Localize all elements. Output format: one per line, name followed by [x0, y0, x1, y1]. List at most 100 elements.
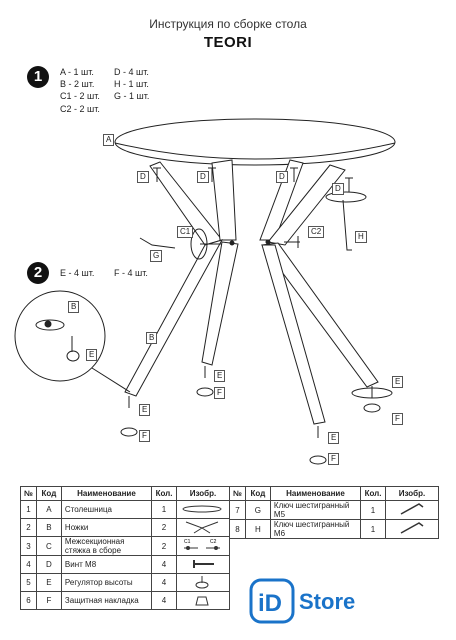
- hex-key-icon: [385, 500, 439, 520]
- connector-c1-label: C1: [184, 539, 191, 545]
- product-name: TEORI: [203, 34, 253, 51]
- bolt-hole: [229, 240, 235, 246]
- col-image: Изобр.: [385, 486, 439, 501]
- parts-line: C2 - 2 шт.: [60, 103, 100, 114]
- table-header: № Код Наименование Кол. Изобр.: [229, 486, 439, 501]
- foot-3: [363, 403, 381, 413]
- hex-key-g: [139, 237, 176, 249]
- col-code: Код: [35, 486, 62, 501]
- foot-4: [309, 455, 327, 465]
- label-d-3: D: [276, 171, 288, 183]
- label-e-2: E: [139, 404, 151, 416]
- col-qty: Кол.: [360, 486, 386, 501]
- label-h: H: [355, 231, 367, 243]
- screw-d-4: [345, 177, 353, 192]
- table-header: № Код Наименование Кол. Изобр.: [20, 486, 230, 501]
- row-name: Ключ шестигранный М6: [269, 519, 362, 539]
- row-name: Ключ шестигранный М5: [269, 500, 362, 520]
- row-qty: 2: [151, 536, 177, 556]
- connector-icon: C1 C2: [176, 536, 230, 556]
- label-f-4: F: [328, 453, 339, 465]
- screw-icon: [176, 555, 230, 574]
- label-c2: C2: [308, 226, 325, 238]
- row-code: C: [35, 536, 62, 556]
- parts-line: C1 - 2 шт.: [60, 91, 100, 102]
- row-code: E: [35, 573, 62, 592]
- leg-upper-left-2: [211, 159, 237, 241]
- tabletop-icon: [176, 500, 230, 519]
- row-code: H: [244, 519, 271, 539]
- row-num: 1: [20, 500, 37, 519]
- screw-d-2: [208, 167, 216, 182]
- logo-text: Store: [299, 589, 355, 614]
- leg-lower-left-1: [124, 239, 224, 397]
- label-f-2: F: [139, 430, 150, 442]
- row-num: 2: [20, 518, 37, 537]
- label-e-3: E: [392, 376, 404, 388]
- row-qty: 1: [360, 500, 386, 520]
- label-g: G: [150, 250, 163, 262]
- label-e-4: E: [328, 432, 340, 444]
- row-code: D: [35, 555, 62, 574]
- col-name: Наименование: [269, 486, 362, 501]
- leg-lower-right-1: [261, 242, 379, 388]
- table-row: 7 G Ключ шестигранный М5 1: [229, 500, 439, 520]
- table-row: 5 E Регулятор высоты 4: [20, 573, 230, 592]
- parts-line: G - 1 шт.: [114, 91, 150, 102]
- bolt-hole: [265, 239, 271, 245]
- row-num: 6: [20, 591, 37, 610]
- table-row: 8 H Ключ шестигранный М6 1: [229, 519, 439, 539]
- row-name: Столешница: [60, 500, 153, 519]
- tabletop-edge: [114, 142, 396, 160]
- row-num: 4: [20, 555, 37, 574]
- label-d-2: D: [197, 171, 209, 183]
- idstore-logo: iD Store: [249, 576, 381, 626]
- parts-line: H - 1 шт.: [114, 79, 149, 90]
- connector-c2: [284, 236, 300, 248]
- logo-prefix: iD: [258, 590, 282, 617]
- assembly-drawing: [14, 118, 396, 465]
- row-code: A: [35, 500, 62, 519]
- row-num: 3: [20, 536, 37, 556]
- row-name: Защитная накладка: [60, 591, 153, 610]
- label-e-zoom: E: [86, 349, 98, 361]
- connector-c2-label: C2: [210, 539, 217, 545]
- step-2-parts-b: F - 4 шт.: [114, 268, 148, 278]
- tabletop-shape: [114, 118, 396, 166]
- row-code: F: [35, 591, 62, 610]
- label-d-4: D: [332, 183, 344, 195]
- leg-lower-right-2: [261, 244, 326, 425]
- parts-table-right: № Код Наименование Кол. Изобр. 7 G Ключ …: [229, 486, 439, 539]
- col-num: №: [20, 486, 37, 501]
- legs-icon: [176, 518, 230, 537]
- table-row: 1 A Столешница 1: [20, 500, 230, 519]
- parts-line: D - 4 шт.: [114, 67, 149, 77]
- step-2-badge: 2: [27, 262, 49, 284]
- row-num: 7: [229, 500, 246, 520]
- step-1-parts-col2: D - 4 шт. H - 1 шт. G - 1 шт.: [114, 66, 149, 103]
- row-num: 5: [20, 573, 37, 592]
- logo-frame: [249, 578, 295, 624]
- row-qty: 1: [360, 519, 386, 539]
- leg-upper-right-2: [267, 164, 346, 246]
- page-title: Инструкция по сборке стола: [149, 17, 307, 31]
- row-name: Ножки: [60, 518, 153, 537]
- table-row: 4 D Винт М8 4: [20, 555, 230, 574]
- cap-icon: [176, 591, 230, 610]
- label-f-1: F: [214, 387, 225, 399]
- parts-line: A - 1 шт.: [60, 67, 94, 77]
- hex-key-h: [342, 199, 352, 251]
- foot-1: [120, 427, 138, 437]
- row-name: Межсекционная стяжка в сборе: [60, 536, 153, 556]
- row-name: Регулятор высоты: [60, 573, 153, 592]
- step-2-parts-a: E - 4 шт.: [60, 268, 95, 278]
- hex-key-icon: [385, 519, 439, 539]
- zoom-leveler: [35, 319, 65, 331]
- leveler-icon: [176, 573, 230, 592]
- parts-table-left: № Код Наименование Кол. Изобр. 1 A Столе…: [20, 486, 230, 610]
- zoom-detail-circle: [14, 290, 106, 382]
- zoom-foot: [66, 350, 80, 362]
- rotation-arrow: [325, 191, 367, 203]
- parts-line: B - 2 шт.: [60, 79, 95, 90]
- zoom-hole: [44, 320, 52, 328]
